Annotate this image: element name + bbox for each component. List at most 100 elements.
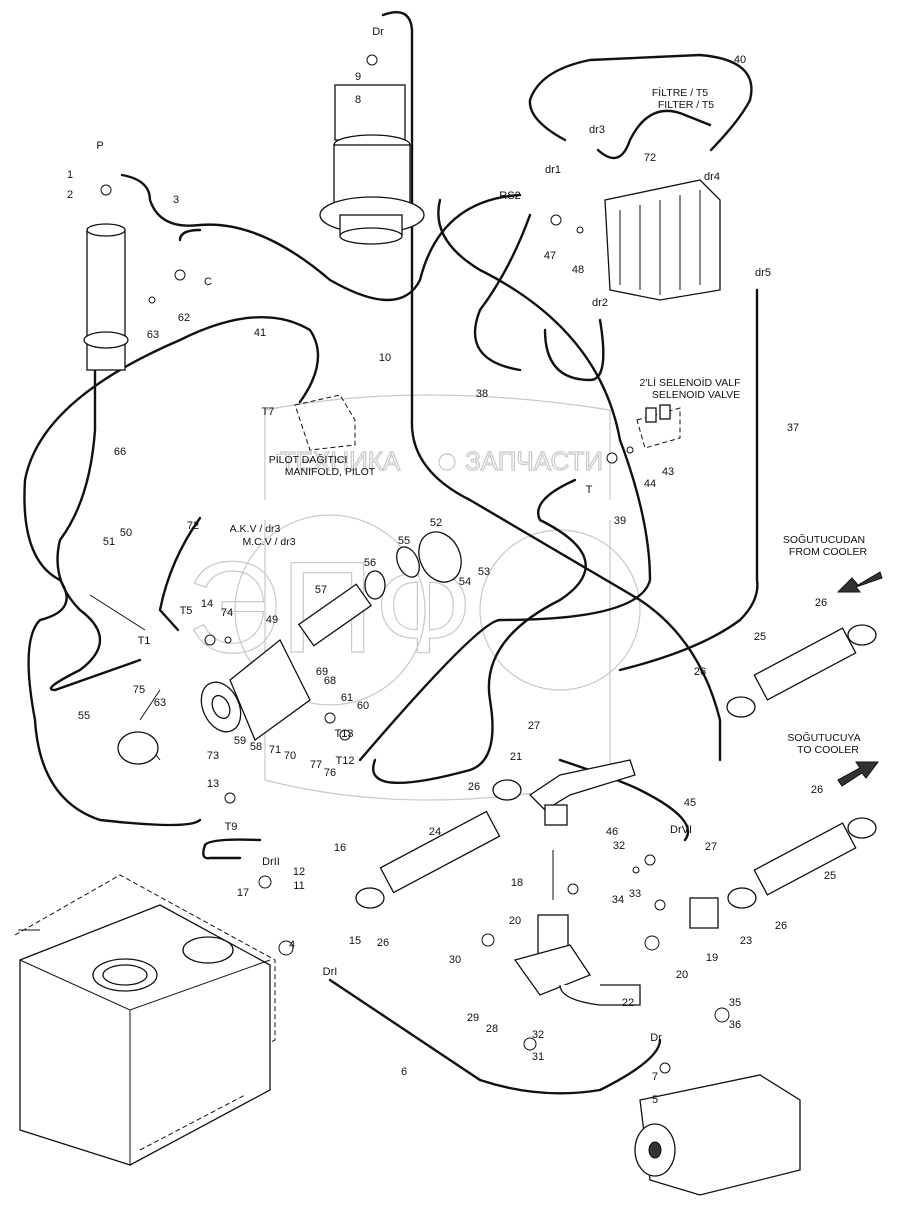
part-label: 44 xyxy=(644,478,656,490)
thermo-valve-block xyxy=(513,850,719,1006)
akv-label: A.K.V / dr3 xyxy=(230,523,281,535)
part-label: 45 xyxy=(684,797,696,809)
part-label: 30 xyxy=(449,954,461,966)
part-label: 72 xyxy=(644,152,656,164)
part-label: T13 xyxy=(335,728,354,740)
part-label: 21 xyxy=(510,751,522,763)
part-label: T5 xyxy=(180,605,193,617)
part-label: 26 xyxy=(694,666,706,678)
part-label: DrII xyxy=(262,856,280,868)
part-label: 43 xyxy=(662,466,674,478)
part-label: 25 xyxy=(754,631,766,643)
control-valve xyxy=(604,179,721,301)
part-label: 17 xyxy=(237,887,249,899)
from-cooler-label-en: FROM COOLER xyxy=(789,546,868,558)
part-label: 63 xyxy=(147,329,159,341)
part-label: 52 xyxy=(430,517,442,529)
filter-housing xyxy=(200,638,311,742)
to-cooler-label-tr: SOĞUTUCUYA xyxy=(787,731,860,744)
o-ring-55 xyxy=(396,546,420,578)
manifold-label-tr: PİLOT DAĞITICI xyxy=(269,453,348,466)
part-label: C xyxy=(204,276,212,288)
watermark-text-left: ТЕХНИКА xyxy=(280,446,401,476)
part-label: RS2 xyxy=(499,190,520,202)
spring-56 xyxy=(364,570,386,600)
part-label: 56 xyxy=(364,557,376,569)
part-label: 12 xyxy=(293,866,305,878)
part-label: 75 xyxy=(133,684,145,696)
solenoid-label-en: SELENOID VALVE xyxy=(652,389,740,401)
part-label: Dr xyxy=(372,26,384,38)
part-label: 54 xyxy=(459,576,471,588)
part-label: 26 xyxy=(468,781,480,793)
part-label: 62 xyxy=(178,312,190,324)
part-label: 39 xyxy=(614,515,626,527)
part-label: T12 xyxy=(336,755,355,767)
part-label: 40 xyxy=(734,54,746,66)
part-label: 6 xyxy=(401,1066,407,1078)
part-label: 16 xyxy=(334,842,346,854)
swing-motor xyxy=(319,84,425,245)
solenoid-valve xyxy=(636,404,681,449)
part-label: 70 xyxy=(284,750,296,762)
part-label: 13 xyxy=(207,778,219,790)
part-label: 18 xyxy=(511,877,523,889)
hose-72-mid xyxy=(158,516,202,632)
part-label: P xyxy=(96,140,103,152)
arrow-to-cooler-icon xyxy=(837,761,879,787)
part-label: 57 xyxy=(315,584,327,596)
to-cooler-label-en: TO COOLER xyxy=(797,744,859,756)
hydraulic-tank xyxy=(14,874,276,1166)
hoses xyxy=(18,10,759,1095)
part-label: 31 xyxy=(532,1051,544,1063)
part-label: 24 xyxy=(429,826,441,838)
hose-40 xyxy=(528,53,753,152)
hose-38 xyxy=(473,213,605,382)
part-label: 20 xyxy=(509,915,521,927)
swivel-joint xyxy=(83,223,129,371)
part-label: 19 xyxy=(706,952,718,964)
part-label: dr1 xyxy=(545,164,561,176)
part-label: 9 xyxy=(355,71,361,83)
part-label: 14 xyxy=(201,598,213,610)
part-label: 23 xyxy=(740,935,752,947)
part-label: 15 xyxy=(349,935,361,947)
part-label: 22 xyxy=(622,997,634,1009)
hose-10 xyxy=(381,10,722,762)
part-label: 71 xyxy=(269,744,281,756)
filter-label-en: FILTER / T5 xyxy=(658,99,714,111)
part-label: 20 xyxy=(676,969,688,981)
part-label: 7 xyxy=(652,1071,658,1083)
cover-52 xyxy=(418,531,462,583)
hose-37 xyxy=(618,288,759,672)
filter-label-tr: FİLTRE / T5 xyxy=(652,86,708,99)
hose-3b xyxy=(178,228,202,242)
part-label: 37 xyxy=(787,422,799,434)
part-label: DrI xyxy=(323,966,338,978)
part-label: 68 xyxy=(324,675,336,687)
hose-6 xyxy=(328,978,662,1095)
from-cooler-label-tr: SOĞUTUCUDAN xyxy=(783,533,865,546)
part-label: 32 xyxy=(532,1029,544,1041)
part-label: 36 xyxy=(729,1019,741,1031)
part-label: 28 xyxy=(486,1023,498,1035)
o-ring-55-left xyxy=(117,731,159,765)
part-label: 60 xyxy=(357,700,369,712)
leader-lines xyxy=(18,594,161,931)
part-label: 72 xyxy=(187,520,199,532)
part-label: 47 xyxy=(544,250,556,262)
part-label: 27 xyxy=(705,841,717,853)
components xyxy=(14,54,883,1196)
part-label: T9 xyxy=(225,821,238,833)
part-label: 29 xyxy=(467,1012,479,1024)
part-label: 27 xyxy=(528,720,540,732)
filter-element-57 xyxy=(297,583,373,647)
part-label: 48 xyxy=(572,264,584,276)
part-label: 63 xyxy=(154,697,166,709)
part-label: Dr xyxy=(650,1032,662,1044)
part-label: 32 xyxy=(613,840,625,852)
hose-66 xyxy=(49,348,142,692)
